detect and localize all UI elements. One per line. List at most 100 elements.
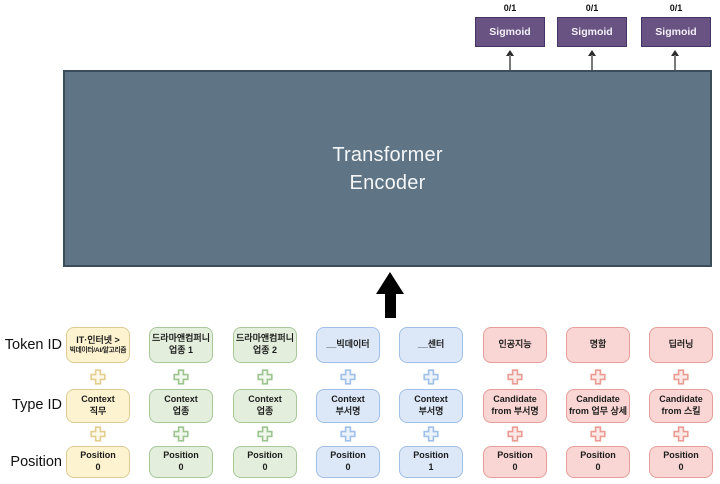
token-box: 딥러닝 bbox=[649, 327, 713, 363]
cell-text: 0 bbox=[345, 462, 351, 472]
cell-text: 딥러닝 bbox=[668, 339, 694, 350]
cell-text: Position bbox=[80, 450, 116, 461]
cell-text: 인공지능 bbox=[498, 339, 532, 350]
row-label-position: Position bbox=[10, 454, 62, 470]
token-box: __빅데이터 bbox=[316, 327, 380, 363]
cell-text: Candidate bbox=[576, 394, 620, 405]
plus-icon bbox=[673, 426, 689, 442]
cell-text: Context bbox=[331, 394, 365, 405]
cell-text: 1 bbox=[428, 462, 434, 472]
sigmoid-box: Sigmoid bbox=[475, 17, 545, 47]
cell-text: 부서명 bbox=[418, 406, 444, 416]
cell-text: 0 bbox=[595, 462, 601, 472]
plus-icon bbox=[90, 369, 106, 385]
token-box: __센터 bbox=[399, 327, 463, 363]
cell-text: 0 bbox=[95, 462, 101, 472]
plus-icon bbox=[90, 426, 106, 442]
plus-icon bbox=[257, 369, 273, 385]
cell-text: Candidate bbox=[493, 394, 537, 405]
token-box: 명함 bbox=[566, 327, 630, 363]
plus-icon bbox=[340, 426, 356, 442]
plus-icon bbox=[173, 369, 189, 385]
cell-text: __빅데이터 bbox=[326, 339, 370, 350]
cell-text: 드라마앤컴퍼니 bbox=[152, 333, 210, 344]
plus-icon bbox=[423, 369, 439, 385]
cell-text: 0 bbox=[678, 462, 684, 472]
up-arrow-icon bbox=[588, 50, 596, 70]
token-box: IT·인터넷 >빅데이터/AI/알고리즘 bbox=[66, 327, 130, 363]
output-value-label: 0/1 bbox=[585, 3, 599, 13]
cell-text: Context bbox=[248, 394, 282, 405]
plus-icon bbox=[590, 426, 606, 442]
cell-text: 명함 bbox=[589, 339, 607, 350]
cell-text: from 부서명 bbox=[491, 406, 539, 416]
cell-text: Position bbox=[330, 450, 366, 461]
cell-text: Position bbox=[247, 450, 283, 461]
token-box: 인공지능 bbox=[483, 327, 547, 363]
input-arrow-shaft bbox=[384, 293, 396, 318]
transformer-encoder-box: Transformer Encoder bbox=[63, 70, 712, 267]
cell-text: 0 bbox=[512, 462, 518, 472]
input-arrow-icon bbox=[376, 272, 404, 318]
arrow-head bbox=[671, 50, 679, 56]
plus-icon bbox=[507, 369, 523, 385]
plus-icon bbox=[173, 426, 189, 442]
input-arrow-head bbox=[376, 272, 404, 294]
cell-text: 드라마앤컴퍼니 bbox=[236, 333, 294, 344]
arrow-head bbox=[588, 50, 596, 56]
cell-text: Position bbox=[163, 450, 199, 461]
encoder-label-line1: Transformer bbox=[332, 143, 443, 166]
plus-icon bbox=[340, 369, 356, 385]
cell-text: IT·인터넷 > bbox=[76, 334, 120, 345]
cell-text: Position bbox=[580, 450, 616, 461]
cell-text: 직무 bbox=[89, 406, 107, 416]
arrow-line bbox=[591, 55, 593, 70]
cell-text: 부서명 bbox=[335, 406, 361, 416]
sigmoid-box: Sigmoid bbox=[641, 17, 711, 47]
plus-icon bbox=[673, 369, 689, 385]
cell-text: Position bbox=[663, 450, 699, 461]
arrow-head bbox=[506, 50, 514, 56]
plus-icon bbox=[257, 426, 273, 442]
cell-text: from 스킬 bbox=[661, 406, 701, 416]
cell-text: 업종 2 bbox=[252, 345, 278, 355]
cell-text: 0 bbox=[262, 462, 268, 472]
cell-text: Candidate bbox=[659, 394, 703, 405]
row-label-token-id: Token ID bbox=[4, 337, 62, 353]
cell-text: __센터 bbox=[417, 339, 445, 350]
row-label-type-id: Type ID bbox=[12, 397, 62, 413]
cell-text: Context bbox=[414, 394, 448, 405]
plus-icon bbox=[507, 426, 523, 442]
cell-text: 업종 bbox=[172, 406, 190, 416]
plus-icon bbox=[423, 426, 439, 442]
cell-text: Context bbox=[164, 394, 198, 405]
cell-text: 업종 1 bbox=[168, 345, 194, 355]
encoder-label-line2: Encoder bbox=[349, 171, 426, 194]
cell-text: from 업무 상세 bbox=[568, 406, 628, 416]
arrow-line bbox=[674, 55, 676, 70]
sigmoid-box: Sigmoid bbox=[557, 17, 627, 47]
